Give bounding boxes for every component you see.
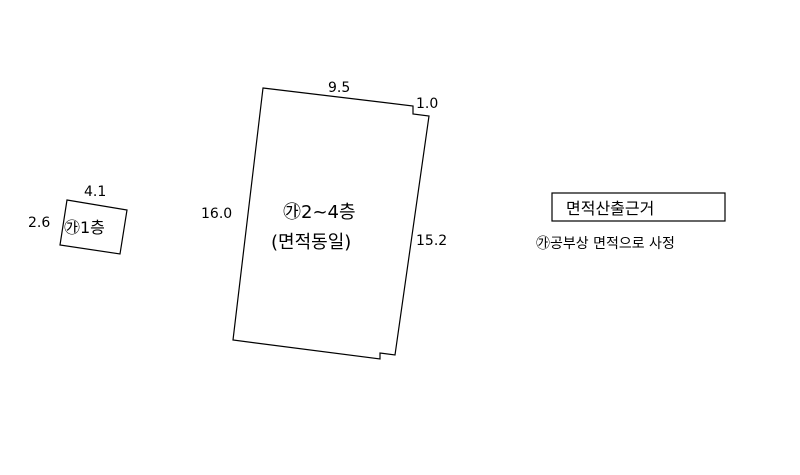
large-building-right-dimension: 15.2 (416, 233, 447, 249)
small-building-floor-label: ㉮1층 (64, 218, 105, 237)
small-building-width-label: 4.1 (84, 184, 106, 200)
large-building-outline (232, 87, 430, 360)
small-building-outline (59, 199, 128, 255)
large-building-area-note: (면적동일) (271, 232, 351, 253)
large-building-floor-label: ㉮2~4층 (283, 202, 356, 223)
large-building-left-dimension: 16.0 (201, 206, 232, 222)
large-building-notch-dimension: 1.0 (416, 96, 438, 112)
basis-title: 면적산출근거 (566, 199, 654, 218)
basis-title-box (551, 192, 726, 222)
basis-note: ㉮공부상 면적으로 사정 (536, 236, 675, 252)
large-building-top-dimension: 9.5 (328, 80, 350, 96)
small-building-height-label: 2.6 (28, 215, 50, 231)
